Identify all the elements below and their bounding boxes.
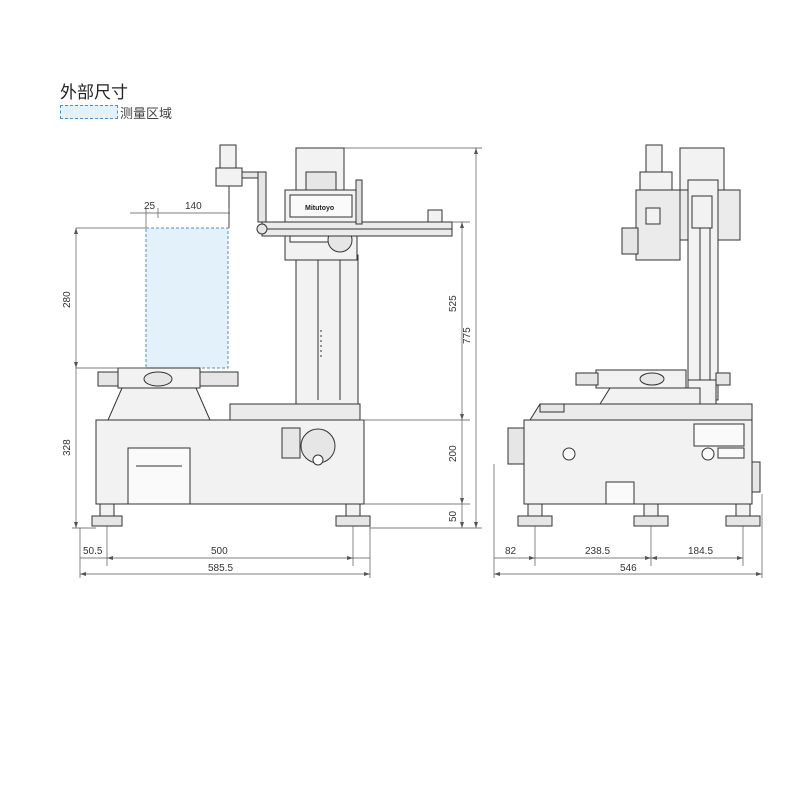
brand-label: Mitutoyo — [305, 205, 334, 212]
microscope — [219, 144, 237, 172]
legend: 测量区域 — [60, 104, 173, 121]
dim-25: 25 — [144, 201, 156, 212]
measurement-area-swatch — [60, 105, 118, 119]
dimension-lines — [72, 147, 763, 578]
dim-585-5: 585.5 — [208, 563, 233, 574]
dim-775: 775 — [462, 327, 473, 344]
dim-200: 200 — [448, 445, 459, 462]
dim-328: 328 — [62, 439, 73, 456]
dim-140: 140 — [185, 201, 202, 212]
dim-82: 82 — [505, 546, 517, 557]
dim-546: 546 — [620, 563, 637, 574]
front-feet — [91, 503, 371, 527]
dim-184-5: 184.5 — [688, 546, 713, 557]
front-view: Mitutoyo — [91, 144, 453, 527]
dimension-arrows — [74, 148, 762, 576]
dim-50: 50 — [448, 510, 459, 522]
side-feet — [517, 503, 761, 527]
dim-525: 525 — [448, 295, 459, 312]
dim-280: 280 — [62, 291, 73, 308]
measurement-area — [145, 227, 229, 369]
page-title: 外部尺寸 — [60, 83, 128, 102]
side-microscope — [645, 144, 663, 176]
dim-50-5: 50.5 — [83, 546, 103, 557]
side-view — [507, 144, 761, 527]
dim-238-5: 238.5 — [585, 546, 610, 557]
legend-label: 测量区域 — [120, 105, 173, 121]
dim-500: 500 — [211, 546, 228, 557]
